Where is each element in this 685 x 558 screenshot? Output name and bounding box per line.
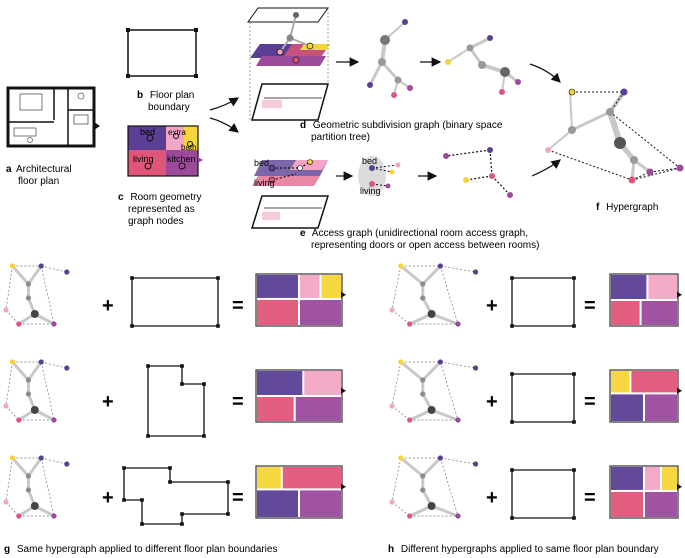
panel-c-line2: represented as [128, 204, 195, 215]
panel-g-rows: + = + = + = [3, 263, 346, 526]
stacked-layers-e [250, 159, 330, 229]
subdivision-tree-d1 [367, 19, 413, 98]
room-label-extra: extra [168, 128, 186, 137]
panel-f-label: f Hypergraph [596, 202, 658, 213]
panel-h-letter: h [388, 544, 394, 555]
plus-sign: + [102, 391, 114, 413]
room-label-kitchen: kitchen [167, 154, 196, 164]
room-geometry [127, 125, 203, 177]
equals-sign: = [232, 487, 244, 509]
access-label-bed: bed [254, 158, 269, 168]
panel-b-line1: Floor plan [150, 90, 194, 101]
panel-g-text: Same hypergraph applied to different flo… [17, 544, 278, 555]
boundary-b [127, 29, 197, 77]
subdivision-tree-d2 [445, 35, 521, 95]
mini-hypergraph [389, 359, 479, 423]
stacked-layers-d [247, 7, 330, 121]
access-label-living: living [254, 178, 275, 188]
boundary-outline [510, 372, 576, 424]
boundary-outline [130, 276, 220, 328]
room-label-living: living [133, 154, 154, 164]
panel-c-label: c Room geometry represented as graph nod… [118, 192, 204, 227]
generated-floor-plan [255, 369, 346, 423]
equals-sign: = [584, 295, 596, 317]
arrow-to-d [209, 97, 240, 111]
panel-e-letter: e [300, 228, 306, 239]
plus-sign: + [102, 487, 114, 509]
panel-a-letter: a [6, 164, 12, 175]
arrow-to-f-top [529, 63, 561, 83]
access-graph-e1 [358, 156, 401, 196]
panel-f-text: Hypergraph [606, 202, 658, 213]
plus-sign: + [486, 391, 498, 413]
equals-sign: = [584, 391, 596, 413]
mini-hypergraph [3, 359, 70, 423]
plus-sign: + [486, 487, 498, 509]
panel-d-line2: partition tree) [311, 132, 370, 143]
panel-h-rows: + = + = + = [389, 263, 682, 520]
panel-g-letter: g [4, 544, 10, 555]
panel-a-label-line1: Architectural [16, 164, 72, 175]
panel-e-line1: Access graph (unidirectional room access… [312, 228, 528, 239]
panel-d-letter: d [300, 120, 306, 131]
panel-f-letter: f [596, 202, 600, 213]
boundary-outline [146, 364, 206, 438]
panel-c-letter: c [118, 192, 124, 203]
mini-hypergraph [3, 455, 70, 519]
panel-h-label: h Different hypergraphs applied to same … [388, 544, 659, 555]
panel-e-line2: representing doors or open access betwee… [311, 240, 539, 251]
mini-hypergraph [389, 455, 479, 519]
generated-floor-plan [255, 465, 346, 519]
panel-b-letter: b [137, 90, 143, 101]
mini-hypergraph [389, 263, 479, 327]
panel-a-label-line2: floor plan [18, 176, 59, 187]
access-graph-label-living: living [360, 186, 381, 196]
plus-sign: + [102, 295, 114, 317]
equals-sign: = [232, 295, 244, 317]
panel-b-line2: boundary [148, 102, 190, 113]
panel-g-label: g Same hypergraph applied to different f… [4, 544, 277, 555]
panel-d-line1: Geometric subdivision graph (binary spac… [313, 120, 503, 131]
generated-floor-plan [609, 465, 682, 519]
room-label-bath: bath [181, 143, 197, 152]
plus-sign: + [486, 295, 498, 317]
mini-hypergraph [3, 263, 70, 327]
equals-sign: = [584, 487, 596, 509]
panel-e-label: e Access graph (unidirectional room acce… [300, 228, 539, 251]
hypergraph-f [545, 88, 684, 184]
arrow-to-e [209, 117, 239, 133]
panel-a-label: Architectural floor plan [16, 164, 74, 187]
boundary-b-corners [126, 28, 198, 78]
panel-c-line3: graph nodes [128, 216, 184, 227]
panel-b-label: b Floor plan boundary [137, 90, 197, 113]
boundary-outline [510, 276, 576, 328]
panel-d-label: d Geometric subdivision graph (binary sp… [300, 120, 505, 143]
arrow-to-f-bottom [531, 159, 561, 177]
generated-floor-plan [609, 369, 682, 423]
room-label-bed: bed [140, 127, 155, 137]
boundary-outline [510, 468, 576, 520]
panel-h-text: Different hypergraphs applied to same fl… [401, 544, 659, 555]
generated-floor-plan [255, 273, 346, 327]
panel-c-line1: Room geometry [130, 192, 201, 203]
access-graph-label-bed: bed [362, 156, 377, 166]
equals-sign: = [232, 391, 244, 413]
access-graph-e2 [443, 147, 513, 198]
boundary-outline [122, 466, 230, 526]
floor-plan-drawing [6, 86, 100, 148]
generated-floor-plan [609, 273, 682, 327]
